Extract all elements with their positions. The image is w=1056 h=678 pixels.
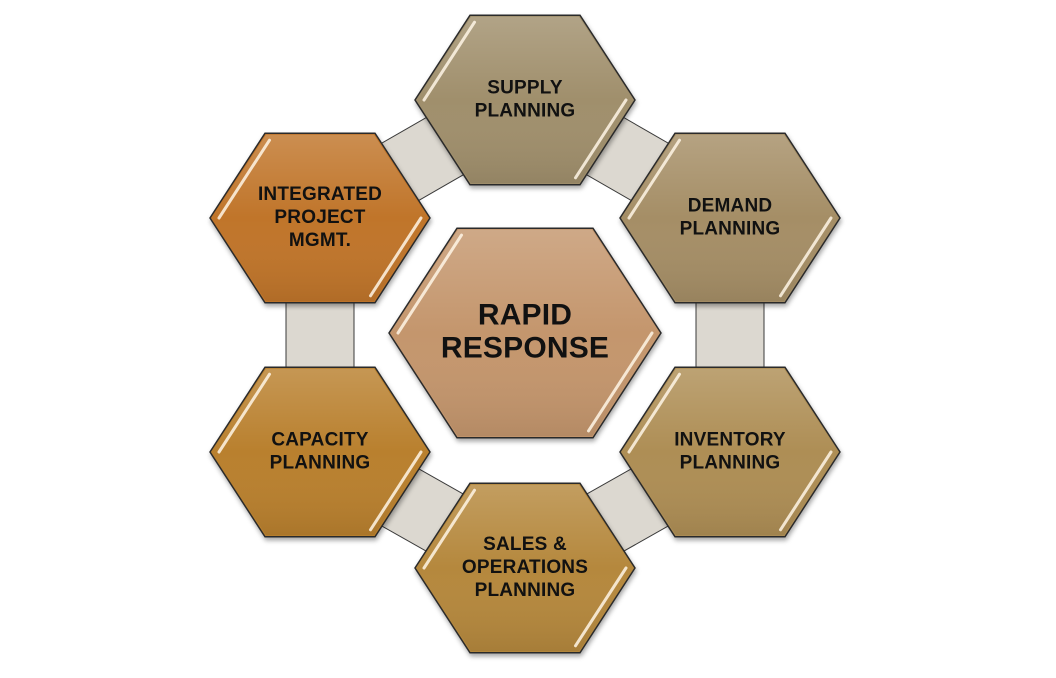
hexagon-label-capacity: PLANNING xyxy=(270,453,371,474)
hexagon-highlight-supply xyxy=(422,20,476,102)
hexagon-highlight-demand xyxy=(779,216,833,298)
hexagon-gloss-integrated xyxy=(212,134,428,302)
hexagon-label-supply: PLANNING xyxy=(475,101,576,122)
hexagon-label-inventory: INVENTORY xyxy=(674,430,786,451)
hexagon-highlight-inventory xyxy=(627,372,681,454)
hexagon-label-center: RESPONSE xyxy=(441,331,609,364)
hexagon-layer: SUPPLYPLANNINGDEMANDPLANNINGINVENTORYPLA… xyxy=(209,14,841,654)
hexagon-highlight-integrated xyxy=(217,138,271,220)
hexagon-highlight-sales-ops xyxy=(422,488,476,570)
hexagon-highlight-sales-ops xyxy=(574,566,628,648)
hexagon-label-sales-ops: PLANNING xyxy=(475,580,576,601)
hexagon-gloss-center xyxy=(391,229,659,437)
hexagon-label-integrated: INTEGRATED xyxy=(258,184,382,205)
hexagon-highlight-inventory xyxy=(779,450,833,532)
hexagon-highlight-center xyxy=(396,233,463,335)
hexagon-highlight-supply xyxy=(574,98,628,180)
hexagon-highlight-capacity xyxy=(217,372,271,454)
hexagon-gloss-sales-ops xyxy=(417,484,633,652)
hexagon-label-demand: DEMAND xyxy=(688,196,773,217)
hexagon-label-supply: SUPPLY xyxy=(487,78,563,99)
hexagon-gloss-supply xyxy=(417,16,633,184)
hexagon-label-center: RAPID xyxy=(478,298,572,331)
hexagon-label-integrated: PROJECT xyxy=(274,207,365,228)
hexagon-highlight-center xyxy=(587,331,654,433)
hexagon-gloss-inventory xyxy=(622,368,838,536)
hexagon-gloss-demand xyxy=(622,134,838,302)
hexagon-label-sales-ops: SALES & xyxy=(483,534,567,555)
hexagon-gloss-capacity xyxy=(212,368,428,536)
hexagon-label-integrated: MGMT. xyxy=(289,230,351,251)
hexagon-label-inventory: PLANNING xyxy=(680,453,781,474)
hexagon-label-demand: PLANNING xyxy=(680,219,781,240)
hexagon-highlight-demand xyxy=(627,138,681,220)
hexagon-label-capacity: CAPACITY xyxy=(271,430,368,451)
hexagon-label-sales-ops: OPERATIONS xyxy=(462,557,588,578)
hexagon-highlight-capacity xyxy=(369,450,423,532)
hexagon-highlight-integrated xyxy=(369,216,423,298)
